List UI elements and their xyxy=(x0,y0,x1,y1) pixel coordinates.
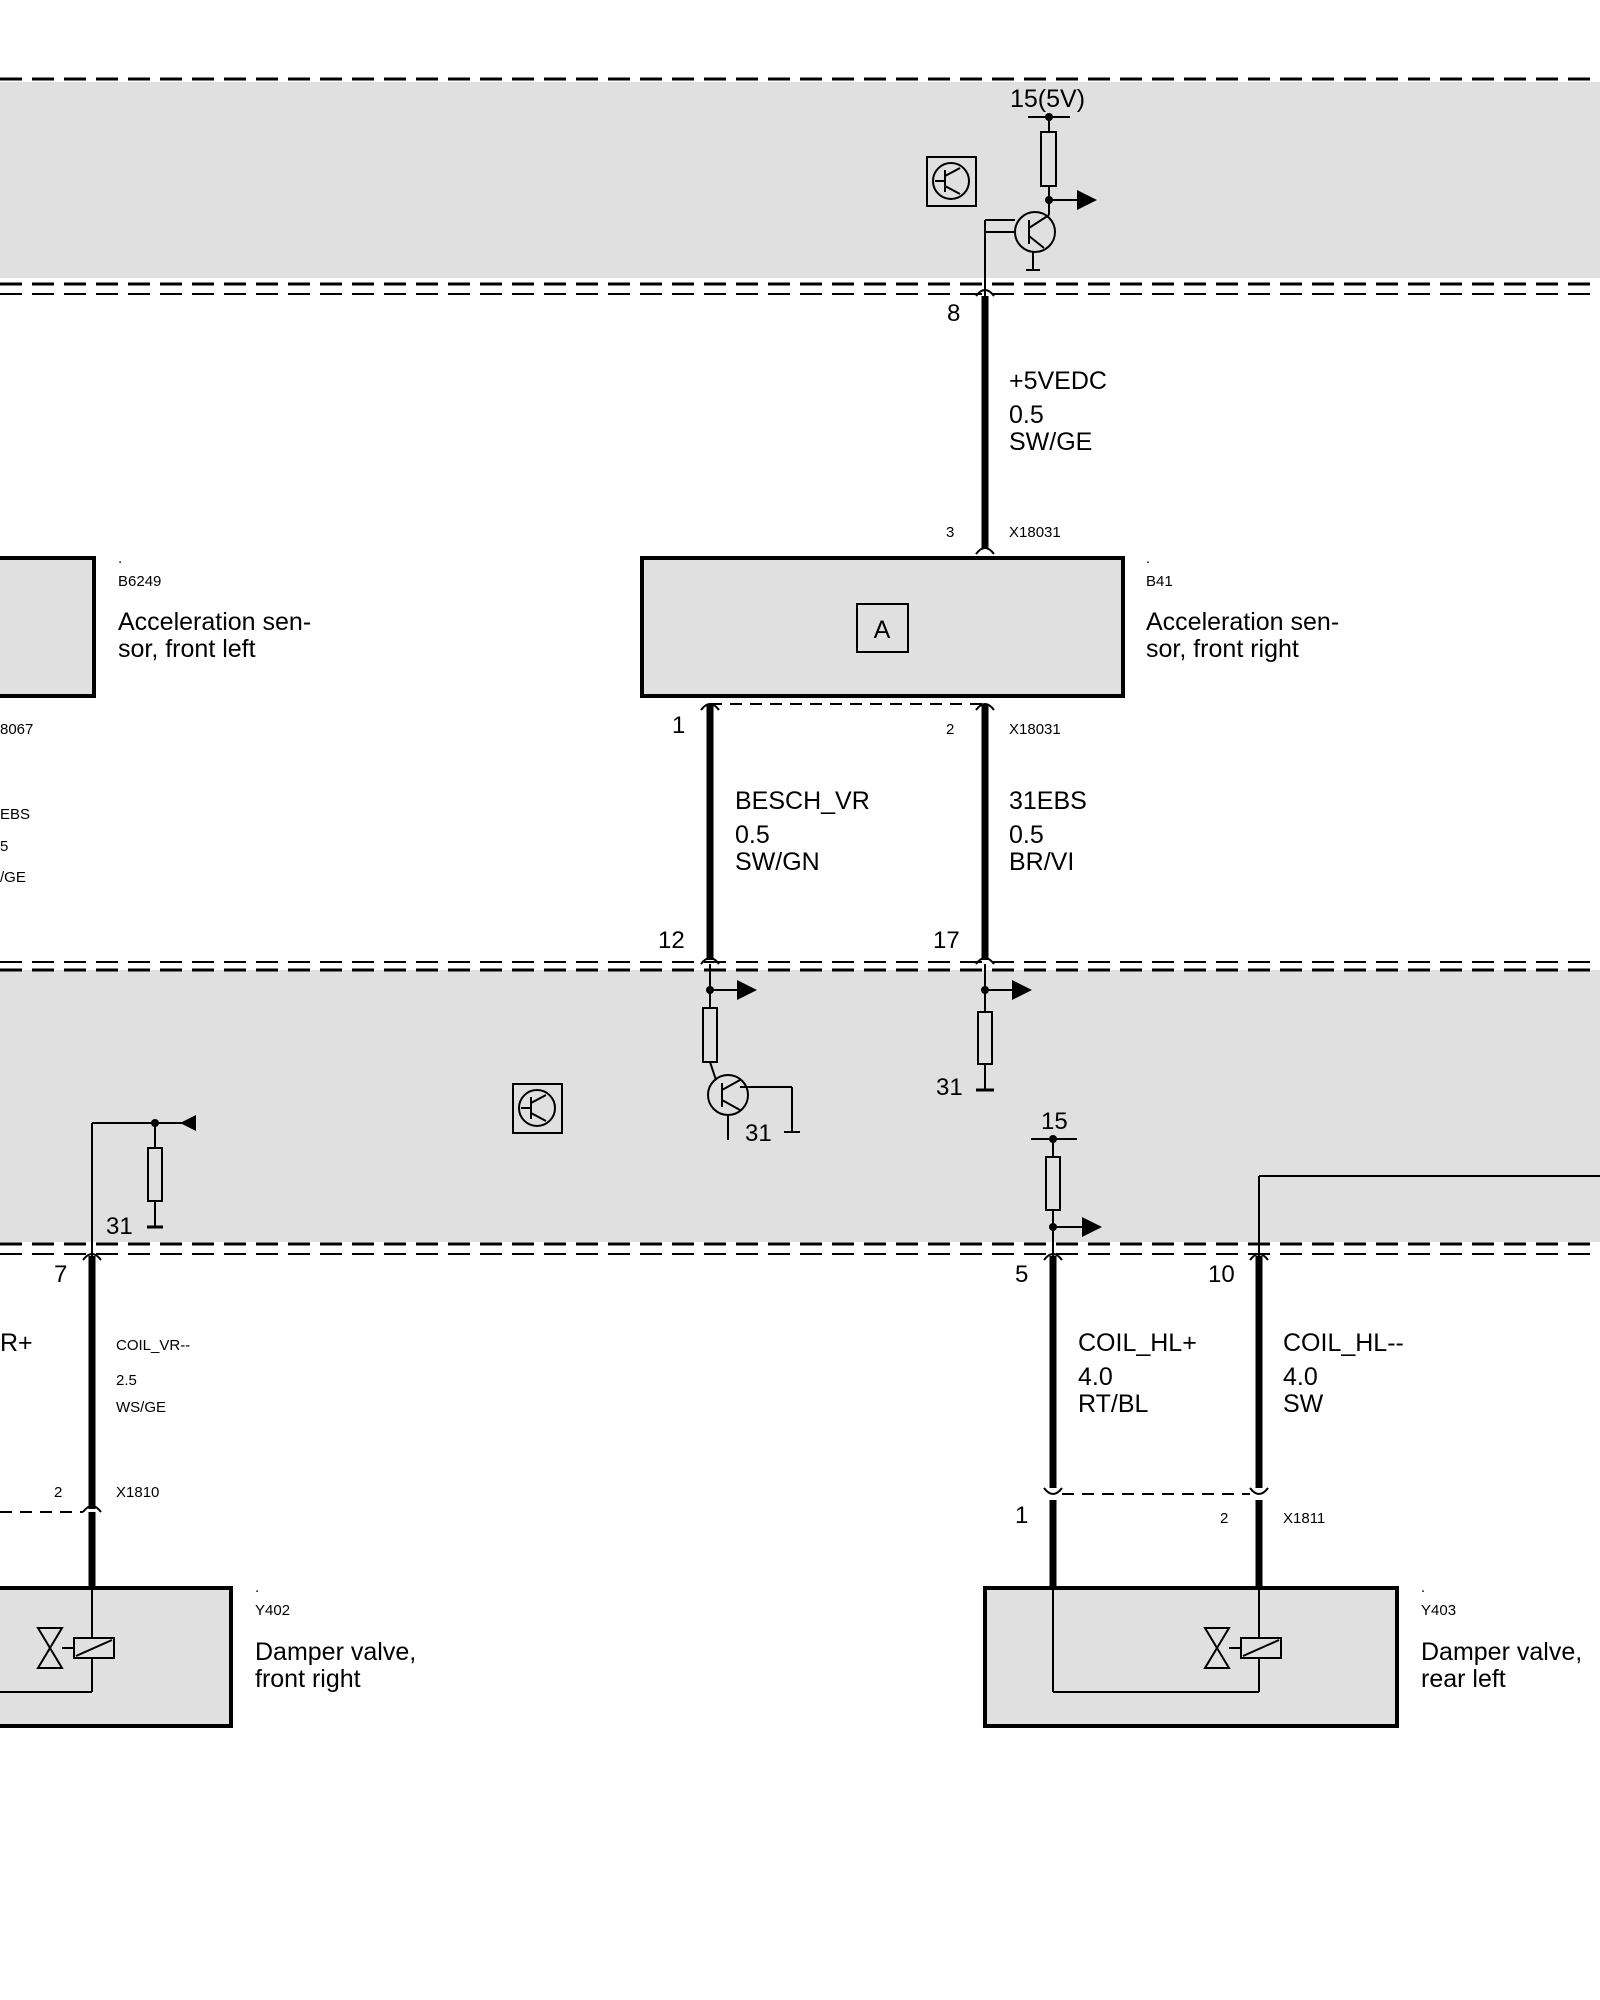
wire-5v-connector: X18031 xyxy=(1009,524,1061,541)
sensor-fr-id: B41 xyxy=(1146,573,1173,590)
ecu-pin-7: 7 xyxy=(54,1261,67,1288)
wire-31ebs-color: BR/VI xyxy=(1009,848,1074,876)
sensor-fl-id: B6249 xyxy=(118,573,161,590)
wire-5v-color: SW/GE xyxy=(1009,428,1092,456)
wire-coil-hl-plus-signal: COIL_HL+ xyxy=(1078,1329,1197,1357)
valve-rl-name-1: Damper valve, xyxy=(1421,1638,1582,1666)
valve-fr-name-1: Damper valve, xyxy=(255,1638,416,1666)
sensor-fl-signal: EBS xyxy=(0,806,30,823)
wire-coil-vr-minus-signal: COIL_VR-- xyxy=(116,1337,190,1354)
ecu-supply-label: 15 xyxy=(1041,1108,1068,1135)
wire-coil-hl-plus-gauge: 4.0 xyxy=(1078,1363,1113,1391)
wire-besch-signal: BESCH_VR xyxy=(735,787,870,815)
wire-coil-hl-minus: 10 COIL_HL-- 4.0 SW 2 X1811 xyxy=(1062,1253,1404,1588)
wire-31ebs-signal: 31EBS xyxy=(1009,787,1087,815)
sensor-fr-box-label: A xyxy=(874,616,891,644)
wire-coil-hl-minus-color: SW xyxy=(1283,1390,1324,1418)
sensor-fl-connector: 8067 xyxy=(0,721,33,738)
sensor-fl-gauge: 5 xyxy=(0,838,8,855)
sensor-fl-dot: . xyxy=(118,550,122,567)
ecu-transistor-icon xyxy=(707,1074,800,1140)
wire-besch-ecu-pin: 12 xyxy=(658,927,685,954)
valve-rl-solenoid-icon xyxy=(1052,1588,1282,1693)
damper-valve-front-right: . Y402 Damper valve, front right xyxy=(0,1579,416,1728)
sensor-fl-color: /GE xyxy=(0,869,26,886)
top-control-module: 15(5V) xyxy=(0,77,1600,296)
wire-coil-vr-minus: 7 COIL_VR-- 2.5 WS/GE 2 X1810 R+ xyxy=(0,1253,190,1588)
sensor-fr-pin-right: 2 xyxy=(946,721,954,738)
sensor-fr-pin-left: 1 xyxy=(672,712,685,739)
wire-31ebs: 31EBS 0.5 BR/VI 17 xyxy=(933,703,1087,965)
ecu-ground-label-1: 31 xyxy=(745,1120,772,1147)
sensor-fr-connector: X18031 xyxy=(1009,721,1061,738)
top-transistor-icon xyxy=(984,211,1056,296)
wire-5vedc: 8 +5VEDC 0.5 SW/GE 3 X18031 xyxy=(946,289,1107,555)
wire-coil-vr-minus-connector: X1810 xyxy=(116,1484,159,1501)
valve-rl-id: Y403 xyxy=(1421,1602,1456,1619)
wire-coil-hl-plus: 5 COIL_HL+ 4.0 RT/BL 1 xyxy=(1015,1253,1197,1588)
wire-coil-hl-minus-connector-pin: 2 xyxy=(1220,1510,1228,1527)
wire-coil-hl-plus-connector-pin: 1 xyxy=(1015,1502,1028,1529)
top-output-pin: 8 xyxy=(947,300,960,327)
sensor-fr-dot: . xyxy=(1146,550,1150,567)
wire-besch-color: SW/GN xyxy=(735,848,820,876)
valve-fr-solenoid-icon xyxy=(0,1588,115,1693)
wire-5v-signal: +5VEDC xyxy=(1009,367,1107,395)
valve-fr-name-2: front right xyxy=(255,1665,361,1693)
sensor-fl-name-2: sor, front left xyxy=(118,635,256,663)
wire-coil-vr-minus-gauge: 2.5 xyxy=(116,1372,137,1389)
sensor-fr-name-2: sor, front right xyxy=(1146,635,1299,663)
valve-rl-dot: . xyxy=(1421,1579,1425,1596)
wire-coil-hl-plus-color: RT/BL xyxy=(1078,1390,1148,1418)
wire-31ebs-ecu-pin: 17 xyxy=(933,927,960,954)
damper-valve-rear-left: . Y403 Damper valve, rear left xyxy=(983,1579,1582,1728)
sensor-fr-name-1: Acceleration sen- xyxy=(1146,608,1339,636)
wire-5v-connector-pin: 3 xyxy=(946,524,954,541)
wire-besch-gauge: 0.5 xyxy=(735,821,770,849)
ecu-ground-label-3: 31 xyxy=(106,1213,133,1240)
valve-fr-id: Y402 xyxy=(255,1602,290,1619)
sensor-front-right: A . B41 Acceleration sen- sor, front rig… xyxy=(640,550,1339,739)
valve-fr-dot: . xyxy=(255,1579,259,1596)
wire-5v-gauge: 0.5 xyxy=(1009,401,1044,429)
wire-coil-vr-plus-partial: R+ xyxy=(0,1329,33,1357)
top-supply-label: 15(5V) xyxy=(1010,85,1085,113)
top-electronic-module-icon xyxy=(926,156,977,207)
wire-coil-vr-minus-color: WS/GE xyxy=(116,1399,166,1416)
wire-besch-vr: BESCH_VR 0.5 SW/GN 12 xyxy=(658,703,870,965)
ecu-electronic-module-icon xyxy=(512,1083,563,1134)
valve-rl-name-2: rear left xyxy=(1421,1665,1506,1693)
sensor-front-left: . B6249 Acceleration sen- sor, front lef… xyxy=(0,550,311,886)
wire-coil-hl-minus-connector: X1811 xyxy=(1283,1510,1325,1527)
wire-coil-hl-minus-signal: COIL_HL-- xyxy=(1283,1329,1404,1357)
sensor-fl-name-1: Acceleration sen- xyxy=(118,608,311,636)
wire-coil-vr-minus-connector-pin: 2 xyxy=(54,1484,62,1501)
ecu-pin-5: 5 xyxy=(1015,1261,1028,1288)
wire-31ebs-gauge: 0.5 xyxy=(1009,821,1044,849)
ecu-ground-label-2: 31 xyxy=(936,1074,963,1101)
ecu-pin-10: 10 xyxy=(1208,1261,1235,1288)
wire-coil-hl-minus-gauge: 4.0 xyxy=(1283,1363,1318,1391)
ecu-module: 31 31 31 15 xyxy=(0,961,1600,1256)
